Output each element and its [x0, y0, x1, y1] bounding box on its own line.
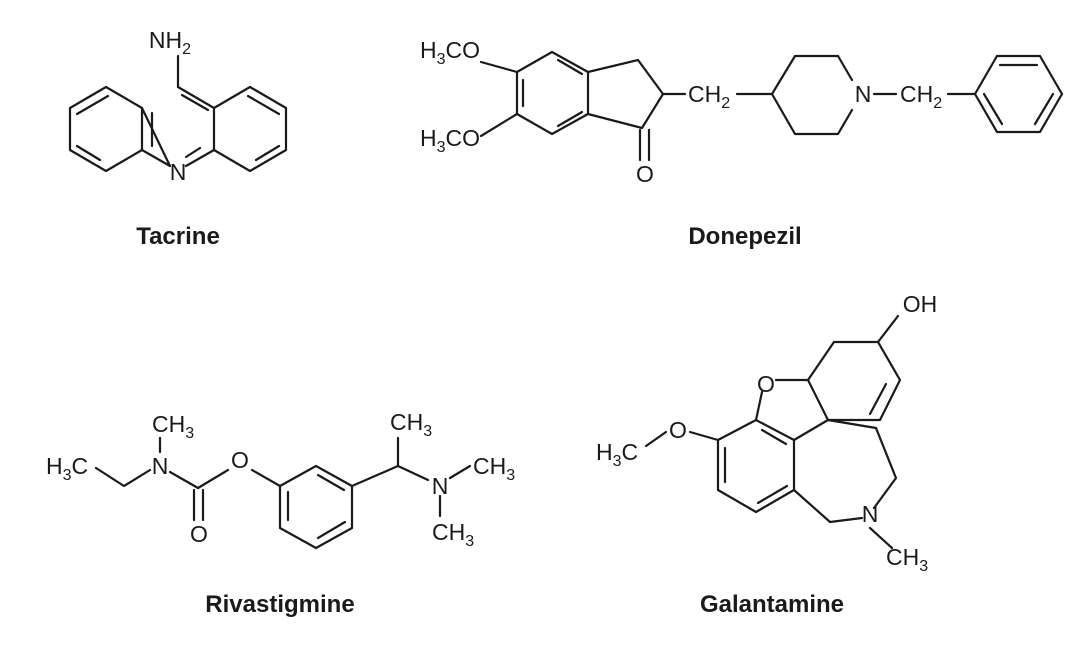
donepezil-bonds — [479, 50, 1064, 162]
rivastigmine-amine-methyl-1-label: CH3 — [473, 453, 515, 484]
tacrine-name: Tacrine — [136, 223, 220, 250]
donepezil-methoxy-top-label: H3CO — [420, 37, 480, 68]
tacrine-amine-label: NH2 — [149, 27, 191, 58]
rivastigmine-n-methyl-label: CH3 — [152, 411, 194, 442]
rivastigmine-bonds — [94, 436, 472, 550]
galantamine-structure: OH O O H3C N CH3 Galantamine — [596, 291, 937, 618]
galantamine-name: Galantamine — [700, 591, 844, 618]
donepezil-methoxy-bottom-label: H3CO — [420, 125, 480, 156]
rivastigmine-ester-o-label: O — [231, 447, 249, 473]
rivastigmine-structure: CH3 H3C N O O CH3 N CH3 CH3 Rivastigmine — [46, 409, 515, 618]
donepezil-methylene-1-label: CH2 — [688, 81, 730, 112]
galantamine-n-methyl-label: CH3 — [886, 544, 928, 575]
donepezil-name: Donepezil — [688, 223, 801, 250]
donepezil-piperidine-n-label: N — [855, 81, 872, 107]
rivastigmine-amine-methyl-2-label: CH3 — [432, 519, 474, 550]
rivastigmine-carbamate-n-label: N — [152, 453, 169, 479]
tacrine-structure: NH2 N Tacrine — [68, 27, 288, 250]
rivastigmine-ethyl-label: H3C — [46, 453, 88, 484]
rivastigmine-carbonyl-o-label: O — [190, 521, 208, 547]
donepezil-methylene-2-label: CH2 — [900, 81, 942, 112]
galantamine-methoxy-c-label: H3C — [596, 439, 638, 470]
galantamine-methoxy-o-label: O — [669, 417, 687, 443]
galantamine-hydroxyl-label: OH — [903, 291, 938, 317]
rivastigmine-alpha-methyl-label: CH3 — [390, 409, 432, 440]
rivastigmine-amine-n-label: N — [432, 473, 449, 499]
rivastigmine-name: Rivastigmine — [205, 591, 354, 618]
galantamine-ring-o-label: O — [757, 371, 775, 397]
galantamine-amine-n-label: N — [862, 501, 879, 527]
galantamine-bonds — [644, 314, 902, 550]
tacrine-bonds — [68, 54, 288, 173]
donepezil-ketone-o-label: O — [636, 161, 654, 187]
tacrine-ring-n-label: N — [170, 159, 187, 185]
donepezil-structure: H3CO H3CO CH2 N CH2 O Donepezil — [420, 37, 1064, 250]
